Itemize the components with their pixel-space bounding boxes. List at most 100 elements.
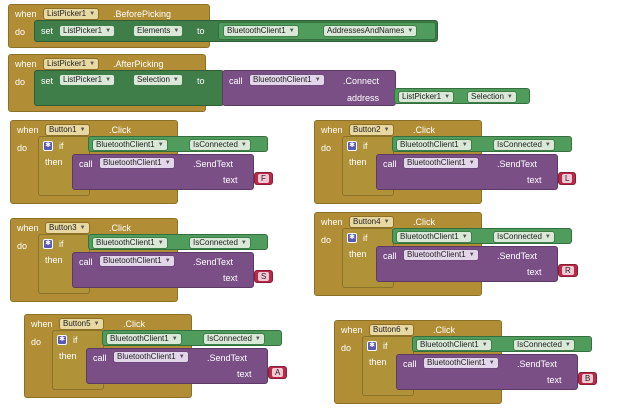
isconnected-getter[interactable]: BluetoothClient1▼ IsConnected▼ xyxy=(88,234,268,250)
text-string-value[interactable]: B xyxy=(582,374,594,383)
component-name: BluetoothClient1 xyxy=(103,256,162,265)
text-string-block[interactable]: B xyxy=(578,372,598,385)
bluetooth-connect-call-block[interactable]: call BluetoothClient1▼ .Connect address xyxy=(222,70,396,106)
dropdown-arrow-icon: ▼ xyxy=(89,11,96,17)
component-dropdown[interactable]: ListPicker1▼ xyxy=(398,91,455,103)
dropdown-arrow-icon: ▼ xyxy=(164,160,171,166)
isconnected-getter[interactable]: BluetoothClient1▼ IsConnected▼ xyxy=(102,330,282,346)
property-dropdown[interactable]: IsConnected▼ xyxy=(493,231,555,243)
event-component-dropdown[interactable]: Button4▼ xyxy=(349,216,394,228)
component-name: BluetoothClient1 xyxy=(227,26,286,35)
text-string-block[interactable]: L xyxy=(558,172,577,185)
text-string-block[interactable]: R xyxy=(558,264,578,277)
bluetooth-addresses-getter[interactable]: BluetoothClient1▼ AddressesAndNames▼ xyxy=(218,22,436,40)
listpicker-selection-getter[interactable]: ListPicker1▼ Selection▼ xyxy=(394,88,530,104)
dropdown-arrow-icon: ▼ xyxy=(488,360,495,366)
set-keyword: set xyxy=(41,26,54,36)
event-component-dropdown[interactable]: ListPicker1▼ xyxy=(43,8,100,20)
do-keyword: do xyxy=(17,241,28,251)
text-param-label: text xyxy=(223,175,238,185)
gear-icon[interactable]: ✱ xyxy=(43,239,53,249)
property-dropdown[interactable]: Elements▼ xyxy=(133,25,184,37)
dropdown-arrow-icon: ▼ xyxy=(407,28,414,34)
isconnected-getter[interactable]: BluetoothClient1▼ IsConnected▼ xyxy=(392,136,572,152)
dropdown-arrow-icon: ▼ xyxy=(506,94,513,100)
property-dropdown[interactable]: IsConnected▼ xyxy=(189,237,251,249)
sendtext-call-block[interactable]: call BluetoothClient1▼ .SendText text xyxy=(396,354,578,390)
text-string-value[interactable]: S xyxy=(258,272,270,281)
component-dropdown[interactable]: BluetoothClient1▼ xyxy=(396,231,472,243)
component-dropdown[interactable]: BluetoothClient1▼ xyxy=(99,255,175,267)
isconnected-getter[interactable]: BluetoothClient1▼ IsConnected▼ xyxy=(88,136,268,152)
sendtext-call-block[interactable]: call BluetoothClient1▼ .SendText text xyxy=(376,246,558,282)
dropdown-arrow-icon: ▼ xyxy=(105,77,112,83)
event-component-dropdown[interactable]: Button2▼ xyxy=(349,124,394,136)
if-keyword: if xyxy=(59,141,64,151)
component-dropdown[interactable]: BluetoothClient1▼ xyxy=(106,333,182,345)
component-dropdown[interactable]: BluetoothClient1▼ xyxy=(113,351,189,363)
gear-icon[interactable]: ✱ xyxy=(367,341,377,351)
component-dropdown[interactable]: BluetoothClient1▼ xyxy=(92,237,168,249)
method-name: .SendText xyxy=(207,353,248,363)
component-dropdown[interactable]: BluetoothClient1▼ xyxy=(416,339,492,351)
component-dropdown[interactable]: BluetoothClient1▼ xyxy=(99,157,175,169)
property-dropdown[interactable]: AddressesAndNames▼ xyxy=(323,25,418,37)
component-dropdown[interactable]: BluetoothClient1▼ xyxy=(423,357,499,369)
component-dropdown[interactable]: ListPicker1▼ xyxy=(59,74,116,86)
component-name: Button5 xyxy=(63,319,91,328)
sendtext-call-block[interactable]: call BluetoothClient1▼ .SendText text xyxy=(86,348,268,384)
text-string-value[interactable]: A xyxy=(272,368,284,377)
gear-icon[interactable]: ✱ xyxy=(347,233,357,243)
do-keyword: do xyxy=(17,143,28,153)
gear-icon[interactable]: ✱ xyxy=(43,141,53,151)
gear-icon[interactable]: ✱ xyxy=(347,141,357,151)
property-dropdown[interactable]: IsConnected▼ xyxy=(189,139,251,151)
component-name: BluetoothClient1 xyxy=(420,340,479,349)
property-dropdown[interactable]: IsConnected▼ xyxy=(513,339,575,351)
do-keyword: do xyxy=(341,343,352,353)
dropdown-arrow-icon: ▼ xyxy=(288,28,295,34)
event-component-dropdown[interactable]: Button6▼ xyxy=(369,324,414,336)
call-keyword: call xyxy=(79,159,93,169)
event-component-dropdown[interactable]: Button1▼ xyxy=(45,124,90,136)
text-param-label: text xyxy=(527,175,542,185)
text-string-block[interactable]: A xyxy=(268,366,288,379)
dropdown-arrow-icon: ▼ xyxy=(240,142,247,148)
set-keyword: set xyxy=(41,76,54,86)
text-string-value[interactable]: L xyxy=(562,174,573,183)
event-component-dropdown[interactable]: Button5▼ xyxy=(59,318,104,330)
dropdown-arrow-icon: ▼ xyxy=(403,327,410,333)
set-listpicker-selection-block[interactable]: set ListPicker1▼ Selection▼ to xyxy=(34,70,224,106)
component-dropdown[interactable]: BluetoothClient1▼ xyxy=(92,139,168,151)
event-name: .Click xyxy=(413,217,435,227)
text-string-block[interactable]: F xyxy=(254,172,273,185)
event-component-dropdown[interactable]: Button3▼ xyxy=(45,222,90,234)
property-dropdown[interactable]: IsConnected▼ xyxy=(203,333,265,345)
to-keyword: to xyxy=(197,26,205,36)
text-string-value[interactable]: R xyxy=(562,266,574,275)
text-string-value[interactable]: F xyxy=(258,174,269,183)
dropdown-arrow-icon: ▼ xyxy=(444,94,451,100)
text-string-block[interactable]: S xyxy=(254,270,274,283)
when-keyword: when xyxy=(15,59,37,69)
property-dropdown[interactable]: Selection▼ xyxy=(467,91,517,103)
gear-icon[interactable]: ✱ xyxy=(57,335,67,345)
component-dropdown[interactable]: BluetoothClient1▼ xyxy=(223,25,299,37)
property-dropdown[interactable]: Selection▼ xyxy=(133,74,183,86)
sendtext-call-block[interactable]: call BluetoothClient1▼ .SendText text xyxy=(376,154,558,190)
when-keyword: when xyxy=(321,217,343,227)
component-name: BluetoothClient1 xyxy=(96,238,155,247)
event-component-dropdown[interactable]: ListPicker1▼ xyxy=(43,58,100,70)
isconnected-getter[interactable]: BluetoothClient1▼ IsConnected▼ xyxy=(392,228,572,244)
property-dropdown[interactable]: IsConnected▼ xyxy=(493,139,555,151)
sendtext-call-block[interactable]: call BluetoothClient1▼ .SendText text xyxy=(72,154,254,190)
component-dropdown[interactable]: ListPicker1▼ xyxy=(59,25,116,37)
component-dropdown[interactable]: BluetoothClient1▼ xyxy=(249,74,325,86)
text-param-label: text xyxy=(223,273,238,283)
call-keyword: call xyxy=(403,359,417,369)
component-dropdown[interactable]: BluetoothClient1▼ xyxy=(403,249,479,261)
component-dropdown[interactable]: BluetoothClient1▼ xyxy=(396,139,472,151)
component-dropdown[interactable]: BluetoothClient1▼ xyxy=(403,157,479,169)
sendtext-call-block[interactable]: call BluetoothClient1▼ .SendText text xyxy=(72,252,254,288)
isconnected-getter[interactable]: BluetoothClient1▼ IsConnected▼ xyxy=(412,336,592,352)
